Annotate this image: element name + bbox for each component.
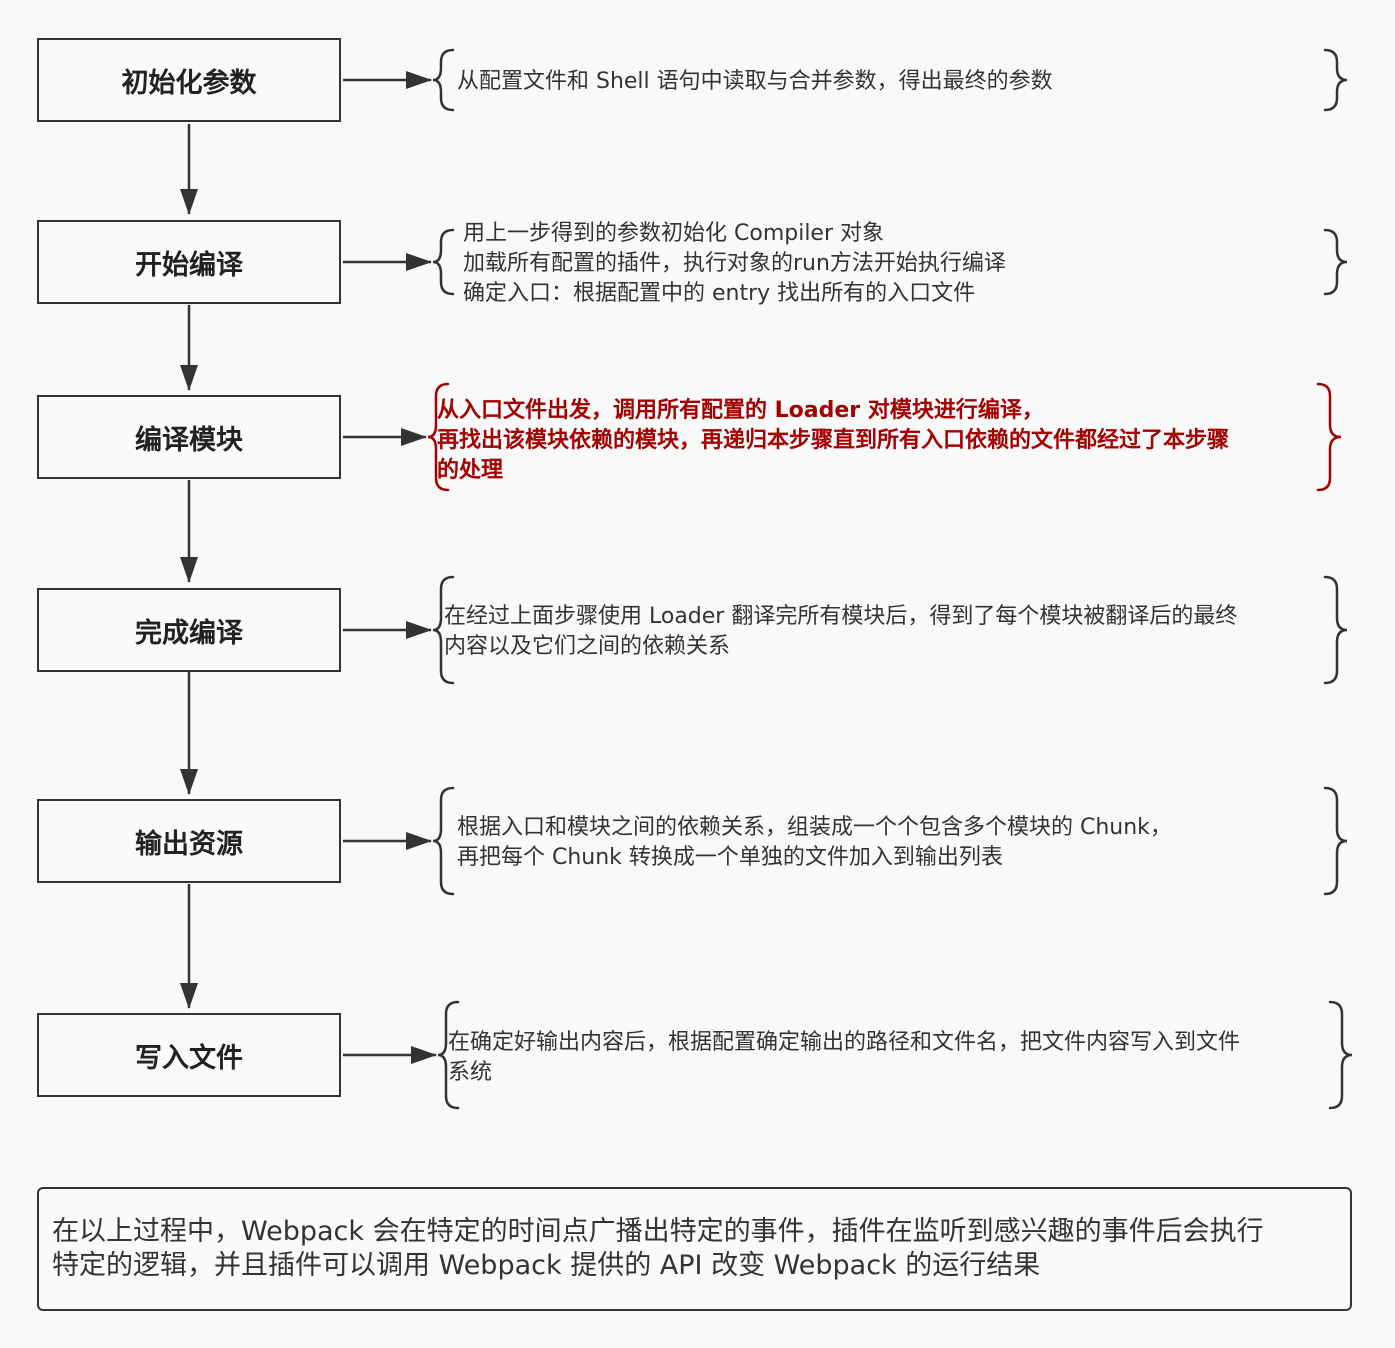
brace-right-3	[1316, 382, 1342, 492]
brace-right-1	[1323, 48, 1348, 112]
step-box-output-assets: 输出资源	[37, 799, 341, 883]
brace-right-4	[1323, 575, 1348, 685]
brace-right-6	[1328, 1000, 1353, 1110]
step-description-3: 从入口文件出发，调用所有配置的 Loader 对模块进行编译， 再找出该模块依赖…	[437, 398, 1230, 483]
step-title: 输出资源	[135, 828, 243, 860]
brace-left-2	[432, 228, 455, 296]
step-title: 开始编译	[135, 249, 243, 281]
step-title: 写入文件	[135, 1042, 243, 1074]
horizontal-arrows	[343, 71, 437, 1064]
step-title: 编译模块	[135, 424, 243, 456]
step-description-4: 在经过上面步骤使用 Loader 翻译完所有模块后，得到了每个模块被翻译后的最终…	[444, 604, 1238, 659]
step-title: 初始化参数	[121, 67, 257, 99]
step-title: 完成编译	[135, 617, 243, 649]
step-box-finish-compile: 完成编译	[37, 588, 341, 672]
step-box-start-compile: 开始编译	[37, 220, 341, 304]
step-box-initialize-params: 初始化参数	[37, 38, 341, 122]
brace-left-1	[432, 48, 455, 112]
brace-left-6	[437, 1000, 460, 1110]
summary-text: 在以上过程中，Webpack 会在特定的时间点广播出特定的事件，插件在监听到感兴…	[52, 1216, 1264, 1281]
step-box-compile-modules: 编译模块	[37, 395, 341, 479]
step-box-write-files: 写入文件	[37, 1013, 341, 1097]
step-description-5: 根据入口和模块之间的依赖关系，组装成一个个包含多个模块的 Chunk， 再把每个…	[457, 815, 1172, 870]
step-description-1: 从配置文件和 Shell 语句中读取与合并参数，得出最终的参数	[457, 69, 1053, 94]
step-description-6: 在确定好输出内容后，根据配置确定输出的路径和文件名，把文件内容写入到文件 系统	[448, 1030, 1241, 1085]
brace-right-2	[1323, 228, 1348, 296]
brace-right-5	[1323, 786, 1348, 896]
brace-left-4	[432, 575, 455, 685]
summary-box	[37, 1187, 1352, 1311]
brace-left-5	[432, 786, 455, 896]
braces	[427, 48, 1353, 1110]
step-description-2: 用上一步得到的参数初始化 Compiler 对象 加载所有配置的插件，执行对象的…	[463, 221, 1006, 306]
brace-left-3	[427, 382, 450, 492]
